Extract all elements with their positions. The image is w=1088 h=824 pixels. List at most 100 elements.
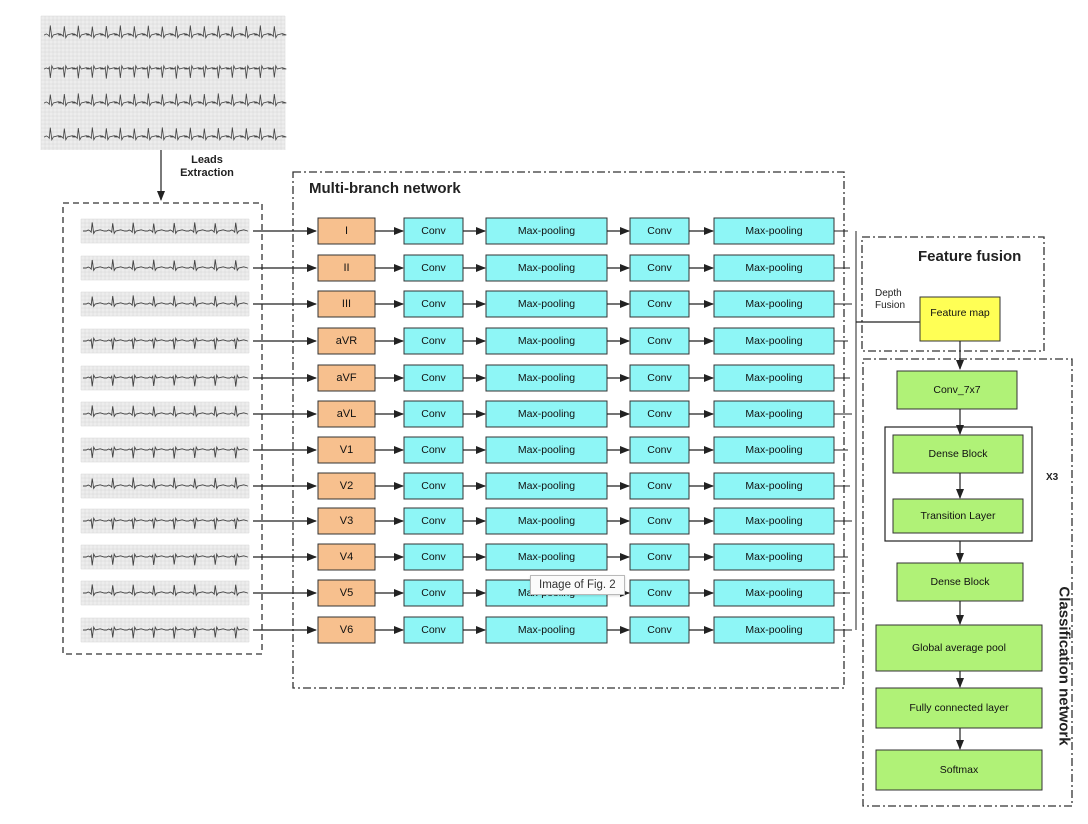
op-label-V1-3: Conv [647,444,672,456]
op-box-V6-4 [713,616,835,644]
op-label-V6-3: Conv [647,624,672,636]
class-block-4 [896,562,1024,602]
op-label-V2-4: Max-pooling [745,480,802,492]
lead-strip-trace-II [83,259,248,272]
lead-strip-trace-V6 [83,625,248,639]
op-label-III-2: Max-pooling [518,298,575,310]
connector-arrows [157,150,964,750]
lead-label-V4: V4 [340,551,353,563]
op-label-aVR-2: Max-pooling [518,335,575,347]
op-label-V1-4: Max-pooling [745,444,802,456]
classification-network-title: Classification network [1055,586,1073,746]
op-label-V6-4: Max-pooling [745,624,802,636]
depth-fusion-line-2: Fusion [875,300,906,311]
op-label-aVF-4: Max-pooling [745,372,802,384]
op-label-V4-2: Max-pooling [518,551,575,563]
image-tooltip: Image of Fig. 2 [530,575,625,595]
op-box-II-3 [629,254,690,282]
lead-box-aVL [317,400,376,428]
class-block-1 [896,370,1018,410]
depth-fusion-line-1: Depth [875,288,902,299]
op-label-aVL-1: Conv [421,408,446,420]
fusion-lines: Feature map [834,230,1001,631]
lead-strip-trace-aVR [83,336,248,350]
class-block-6 [875,687,1043,729]
lead-strip-trace-aVL [83,405,248,418]
op-label-aVF-2: Max-pooling [518,372,575,384]
lead-label-aVL: aVL [337,408,357,420]
class-block-3 [892,498,1024,534]
lead-label-I: I [345,225,348,237]
op-label-V3-1: Conv [421,515,446,527]
op-label-V5-3: Conv [647,587,672,599]
op-label-aVR-1: Conv [421,335,446,347]
op-label-aVR-4: Max-pooling [745,335,802,347]
depth-fusion-label: Depth Fusion [875,288,905,312]
lead-strip-trace-V2 [83,477,248,490]
op-box-V5-3 [629,579,690,607]
op-box-III-4 [713,290,835,318]
op-box-V1-4 [713,436,835,464]
lead-box-V1 [317,436,376,464]
op-box-aVR-2 [485,327,608,355]
lead-strip-trace-V5 [83,584,248,597]
op-label-V6-1: Conv [421,624,446,636]
op-label-V2-3: Conv [647,480,672,492]
ecg-sheet-grid [40,15,286,150]
lead-box-III [317,290,376,318]
op-label-V1-2: Max-pooling [518,444,575,456]
class-block-label-3: Transition Layer [921,510,996,522]
op-box-aVF-4 [713,364,835,392]
op-label-III-3: Conv [647,298,672,310]
op-label-II-2: Max-pooling [518,262,575,274]
feature-fusion-title: Feature fusion [918,248,1022,265]
lead-box-V4 [317,543,376,571]
op-box-III-2 [485,290,608,318]
lead-label-V1: V1 [340,444,353,456]
lead-strip-trace-V4 [83,552,248,566]
class-block-label-7: Softmax [940,764,979,776]
op-label-aVR-3: Conv [647,335,672,347]
op-box-V4-4 [713,543,835,571]
op-label-II-4: Max-pooling [745,262,802,274]
lead-box-V6 [317,616,376,644]
op-box-I-1 [403,217,464,245]
op-label-V4-3: Conv [647,551,672,563]
class-block-5 [875,624,1043,672]
op-box-V1-3 [629,436,690,464]
feature-map-box [919,296,1001,342]
op-label-I-2: Max-pooling [518,225,575,237]
op-box-aVF-1 [403,364,464,392]
feature-map-label: Feature map [930,307,990,319]
op-label-aVF-1: Conv [421,372,446,384]
op-label-I-1: Conv [421,225,446,237]
op-label-V3-3: Conv [647,515,672,527]
op-box-II-4 [713,254,835,282]
op-box-I-2 [485,217,608,245]
dashed-frames [62,171,1073,807]
op-label-aVL-4: Max-pooling [745,408,802,420]
leads-frame [62,202,263,655]
op-label-V2-2: Max-pooling [518,480,575,492]
op-box-V2-3 [629,472,690,500]
op-box-aVL-2 [485,400,608,428]
op-label-V4-1: Conv [421,551,446,563]
lead-label-III: III [342,298,351,310]
class-block-7 [875,749,1043,791]
class-block-label-2: Dense Block [929,448,989,460]
lead-label-V2: V2 [340,480,353,492]
ecg-sheet-trace-2 [44,64,287,79]
class-block-label-4: Dense Block [931,576,991,588]
ecg-sheet-trace-3 [44,93,287,107]
op-label-V5-1: Conv [421,587,446,599]
op-box-V3-3 [629,507,690,535]
lead-box-V3 [317,507,376,535]
op-box-V2-1 [403,472,464,500]
lead-label-II: II [343,262,349,274]
op-label-V3-2: Max-pooling [518,515,575,527]
op-box-V6-2 [485,616,608,644]
lead-label-V3: V3 [340,515,353,527]
op-box-V4-2 [485,543,608,571]
